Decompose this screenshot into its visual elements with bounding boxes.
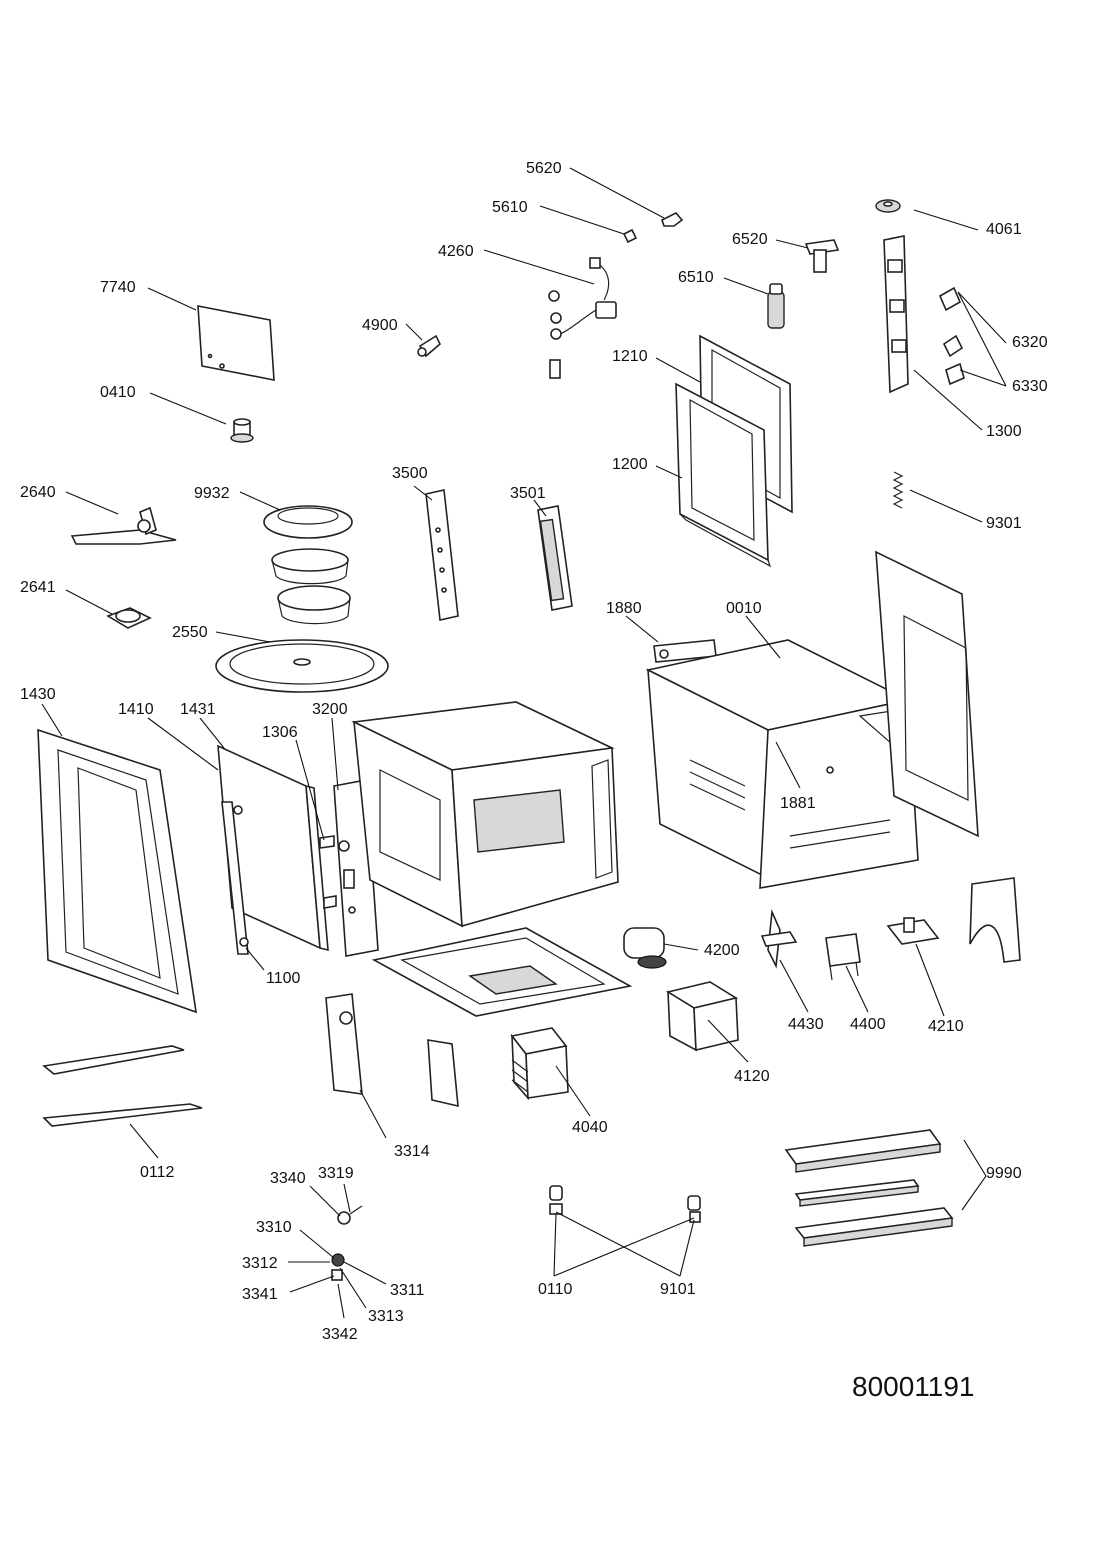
label-9101: 9101	[660, 1281, 696, 1298]
label-0110: 0110	[538, 1281, 573, 1298]
part-6520-lamp-holder	[804, 239, 840, 273]
label-1430: 1430	[20, 686, 56, 703]
label-1410: 1410	[118, 701, 154, 718]
part-4040-magnetron	[510, 1027, 569, 1101]
part-4061-washer	[875, 199, 901, 213]
part-5610-clip	[622, 228, 638, 244]
part-6330-microswitch	[945, 362, 965, 386]
part-1300-switch-bracket	[883, 235, 909, 394]
part-9932-steam-vessel	[263, 505, 353, 625]
label-1100: 1100	[266, 970, 301, 987]
label-1881: 1881	[780, 795, 816, 812]
label-3342: 3342	[322, 1326, 358, 1343]
label-4120: 4120	[734, 1068, 770, 1085]
part-air-guide	[969, 877, 1021, 963]
label-3314: 3314	[394, 1143, 430, 1160]
label-6510: 6510	[678, 269, 714, 286]
label-4260: 4260	[438, 243, 474, 260]
part-0010-outer-casing	[645, 639, 919, 889]
label-3501: 3501	[510, 485, 546, 502]
label-3500: 3500	[392, 465, 428, 482]
part-4430-fan	[760, 908, 798, 969]
label-4900: 4900	[362, 317, 398, 334]
part-shield-plate	[427, 1039, 459, 1108]
label-3311: 3311	[390, 1282, 425, 1299]
label-9990: 9990	[986, 1165, 1022, 1182]
label-3310: 3310	[256, 1219, 292, 1236]
label-4430: 4430	[788, 1016, 824, 1033]
label-6330: 6330	[1012, 378, 1048, 395]
part-0110-feet	[549, 1185, 701, 1223]
label-6520: 6520	[732, 231, 768, 248]
label-5610: 5610	[492, 199, 528, 216]
part-4900-thermostat	[417, 334, 441, 358]
label-3313: 3313	[368, 1308, 404, 1325]
part-2550-turntable	[215, 639, 389, 693]
label-3312: 3312	[242, 1255, 278, 1272]
part-oven-cavity	[351, 701, 619, 928]
part-6320-microswitch	[938, 286, 964, 358]
label-1300: 1300	[986, 423, 1022, 440]
label-1306: 1306	[262, 724, 298, 741]
label-4200: 4200	[704, 942, 740, 959]
part-0410-coupler	[230, 418, 254, 443]
part-knob-assembly	[331, 1205, 363, 1281]
label-6320: 6320	[1012, 334, 1048, 351]
part-2641-roller	[106, 607, 152, 629]
part-labels: 5620 5610 4260 6520 4061 7740 4900 6510 …	[20, 160, 1048, 1343]
label-0010: 0010	[726, 600, 762, 617]
label-3341: 3341	[242, 1286, 278, 1303]
label-1880: 1880	[606, 600, 642, 617]
part-3501-keypad	[537, 505, 573, 611]
label-3200: 3200	[312, 701, 348, 718]
label-1431: 1431	[180, 701, 216, 718]
part-1430-door-frame	[37, 728, 197, 1014]
part-2640-roller-support	[70, 506, 177, 545]
part-base-plate	[371, 927, 633, 1017]
label-2640: 2640	[20, 484, 56, 501]
part-1410-door-panel	[217, 744, 329, 952]
label-1210: 1210	[612, 348, 648, 365]
label-5620: 5620	[526, 160, 562, 177]
label-4061: 4061	[986, 221, 1022, 238]
label-4400: 4400	[850, 1016, 886, 1033]
leader-lines	[41, 167, 1007, 1319]
part-9990-packing	[784, 1129, 954, 1247]
part-back-panel	[875, 550, 979, 838]
label-2550: 2550	[172, 624, 208, 641]
label-9301: 9301	[986, 515, 1022, 532]
part-1200-door-frame	[675, 382, 772, 568]
label-0410: 0410	[100, 384, 136, 401]
part-4400-motor	[825, 933, 861, 981]
part-4120-transformer	[665, 981, 739, 1052]
label-4040: 4040	[572, 1119, 608, 1136]
part-0112-rail	[42, 1045, 203, 1127]
document-id: 80001191	[852, 1371, 975, 1402]
part-3500-panel-strip	[425, 489, 459, 621]
label-1200: 1200	[612, 456, 648, 473]
part-3314-bracket	[325, 993, 363, 1095]
label-3319: 3319	[318, 1165, 354, 1182]
part-4260-fuse-assembly	[548, 257, 617, 379]
label-0112: 0112	[140, 1164, 175, 1181]
part-6510-lamp	[767, 283, 785, 329]
label-7740: 7740	[100, 279, 136, 296]
label-9932: 9932	[194, 485, 230, 502]
label-2641: 2641	[20, 579, 56, 596]
part-9301-spring	[892, 471, 904, 509]
label-4210: 4210	[928, 1018, 964, 1035]
part-4210-diode	[886, 917, 940, 945]
part-1100-door-handle	[221, 801, 249, 955]
part-1306-latch	[319, 835, 337, 909]
part-4200-capacitor	[623, 927, 667, 969]
part-7740-plate	[197, 305, 275, 381]
label-3340: 3340	[270, 1170, 306, 1187]
part-5620-clip	[661, 212, 684, 227]
